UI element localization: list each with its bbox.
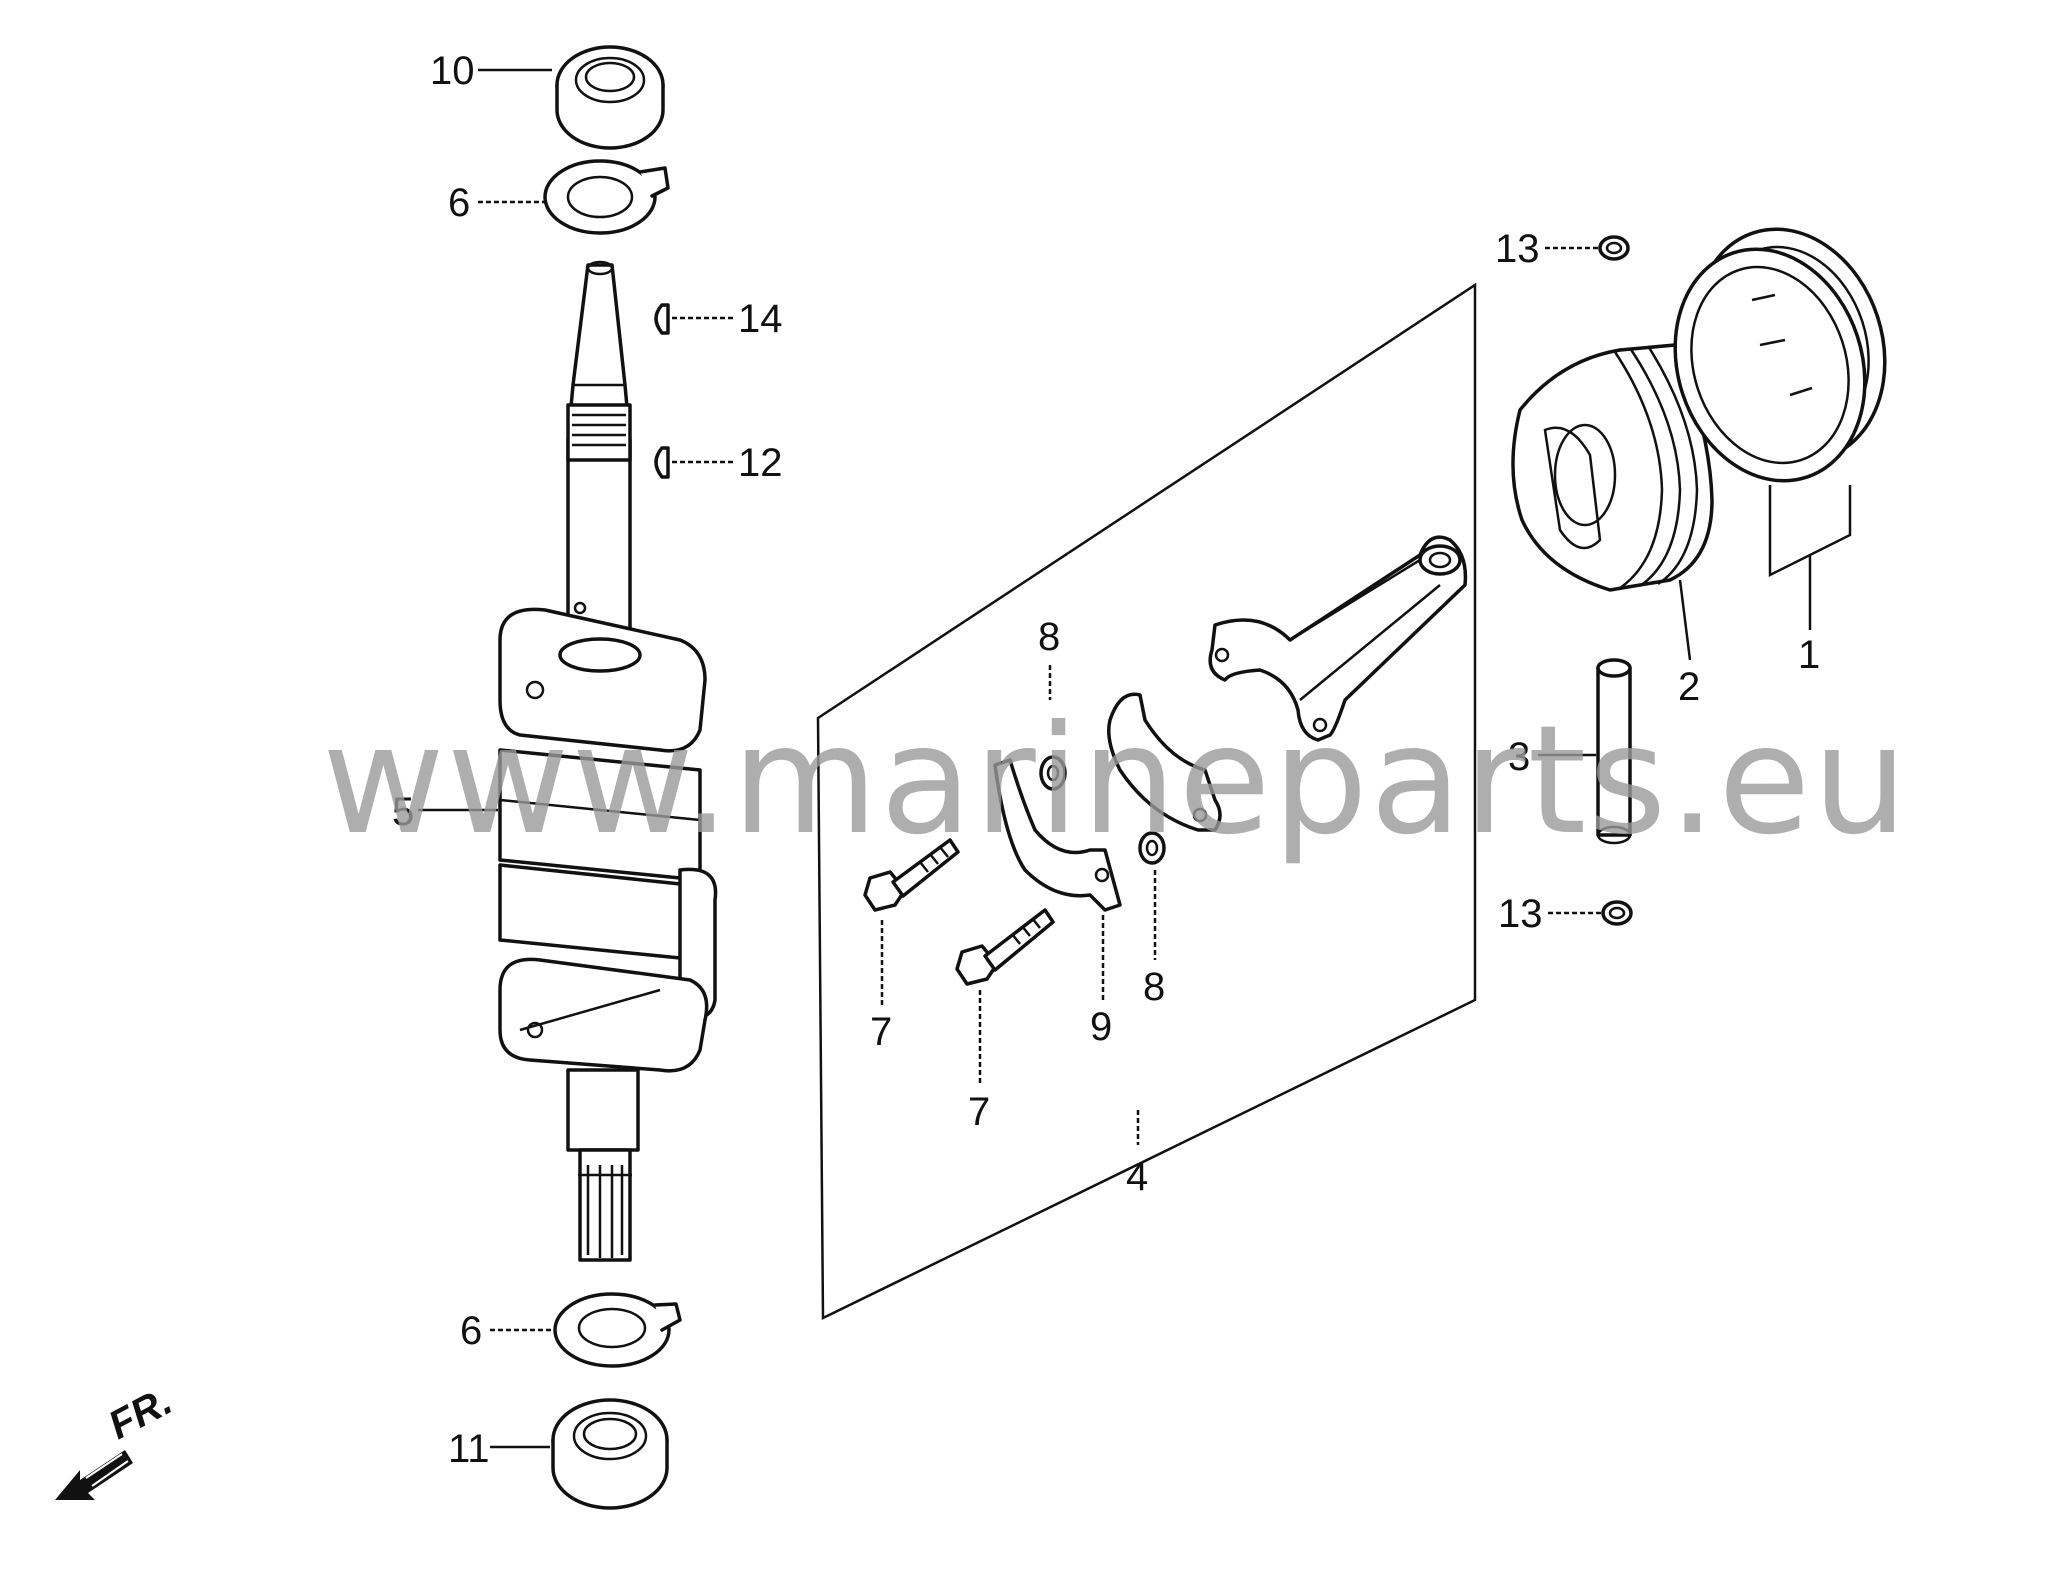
- callout-9: 9: [1090, 1005, 1112, 1049]
- callout-10: 10: [430, 49, 475, 93]
- connecting-rod-kit-outline: [816, 282, 1477, 1320]
- callout-8-lower: 8: [1143, 965, 1165, 1009]
- callout-6-upper: 6: [448, 181, 470, 225]
- crankshaft: [498, 260, 718, 1262]
- oil-seal-lower: [551, 1398, 669, 1510]
- direction-label: FR.: [102, 1379, 180, 1448]
- rod-bolt-1: [863, 838, 960, 912]
- washer-upper: [1039, 755, 1067, 791]
- lock-plate: [993, 758, 1122, 912]
- callout-2: 2: [1678, 665, 1700, 709]
- piston-rings: [1673, 227, 1887, 483]
- callout-3: 3: [1508, 735, 1530, 779]
- callout-7-left: 7: [870, 1010, 892, 1054]
- callout-13-lower: 13: [1498, 892, 1543, 936]
- callout-7-right: 7: [968, 1090, 990, 1134]
- piston-pin: [1596, 658, 1632, 845]
- callout-13-upper: 13: [1495, 227, 1540, 271]
- callout-5: 5: [392, 790, 414, 834]
- piston: [1511, 343, 1714, 592]
- leader-2: [1678, 579, 1692, 661]
- washer-lower: [1138, 831, 1166, 865]
- circlip: [654, 446, 670, 479]
- leader-1: [1768, 485, 1852, 630]
- callout-4: 4: [1126, 1155, 1148, 1199]
- front-direction-arrow-icon: [55, 1450, 133, 1500]
- retainer-ring-upper: [543, 159, 670, 235]
- rod-bolt-2: [955, 908, 1055, 986]
- connecting-rod: [1208, 535, 1468, 742]
- callout-1: 1: [1798, 633, 1820, 677]
- callout-14: 14: [738, 297, 783, 341]
- callout-12: 12: [738, 441, 783, 485]
- callout-6-lower: 6: [460, 1309, 482, 1353]
- watermark-text: www.marineparts.eu: [322, 694, 1910, 868]
- connecting-rod-cap: [1107, 692, 1222, 832]
- piston-pin-clip-lower: [1601, 900, 1633, 926]
- oil-seal-upper: [555, 45, 665, 150]
- retainer-ring-lower: [553, 1292, 682, 1368]
- callout-11: 11: [448, 1427, 490, 1471]
- woodruff-key: [654, 303, 670, 335]
- piston-pin-clip-upper: [1598, 235, 1630, 261]
- callout-8-upper: 8: [1038, 615, 1060, 659]
